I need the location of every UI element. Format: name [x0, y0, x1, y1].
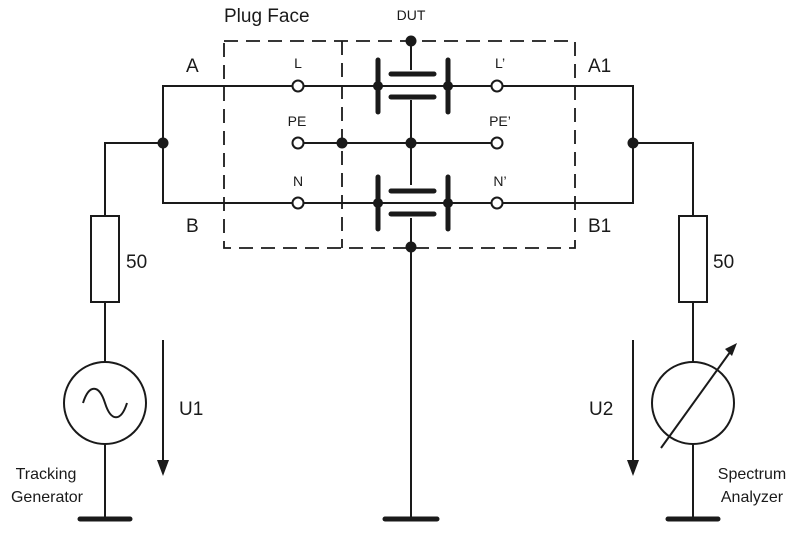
- pin-l-prime-label: L’: [495, 55, 505, 71]
- dut-label: DUT: [397, 7, 426, 23]
- meter-needle-icon: [660, 347, 734, 449]
- left-bus-wire: [162, 85, 298, 204]
- junction-l-right: [443, 81, 453, 91]
- analyzer-label-line1: Spectrum: [718, 466, 786, 483]
- junction-right: [627, 137, 639, 149]
- node-a1-label: A1: [588, 56, 611, 77]
- junction-dut-bottom: [405, 241, 417, 253]
- junction-n-left: [373, 198, 383, 208]
- right-feed-wire: [633, 142, 694, 216]
- resistor-left: [90, 215, 120, 303]
- voltage-arrow-u2: [627, 340, 639, 476]
- junction-pe-plug: [336, 137, 348, 149]
- dut-outline-box: [223, 40, 576, 249]
- pin-l-label: L: [294, 55, 302, 71]
- voltage-arrow-u1: [157, 340, 169, 476]
- voltage-u1-label: U1: [179, 399, 203, 420]
- node-b-label: B: [186, 216, 199, 237]
- resistor-left-label: 50: [126, 252, 147, 273]
- generator-label-line2: Generator: [11, 489, 84, 506]
- resistor-right: [678, 215, 708, 303]
- generator-label-line1: Tracking: [16, 466, 77, 483]
- junction-left: [157, 137, 169, 149]
- analyzer-label-line2: Analyzer: [721, 489, 784, 506]
- resistor-right-label: 50: [713, 252, 734, 273]
- plug-face-label: Plug Face: [224, 6, 310, 27]
- pin-n-prime-label: N’: [493, 173, 506, 189]
- terminal-l: [291, 79, 305, 93]
- terminal-n-prime: [490, 196, 504, 210]
- pin-pe-prime-label: PE’: [489, 113, 511, 129]
- junction-dut-top: [405, 35, 417, 47]
- junction-pe-center: [405, 137, 417, 149]
- junction-l-left: [373, 81, 383, 91]
- pin-n-label: N: [293, 173, 303, 189]
- meter-arrowhead-icon: [725, 343, 737, 356]
- dut-internals: [303, 35, 492, 522]
- right-bus-wire: [497, 85, 634, 204]
- terminal-pe: [291, 136, 305, 150]
- sine-wave-icon: [82, 387, 128, 419]
- junction-n-right: [443, 198, 453, 208]
- left-network: [63, 85, 298, 522]
- terminal-pe-prime: [490, 136, 504, 150]
- voltage-u2-label: U2: [589, 399, 613, 420]
- terminal-l-prime: [490, 79, 504, 93]
- pin-pe-label: PE: [288, 113, 307, 129]
- terminal-n: [291, 196, 305, 210]
- left-feed-wire: [104, 142, 163, 216]
- node-a-label: A: [186, 56, 199, 77]
- right-network: [497, 85, 737, 522]
- node-b1-label: B1: [588, 216, 611, 237]
